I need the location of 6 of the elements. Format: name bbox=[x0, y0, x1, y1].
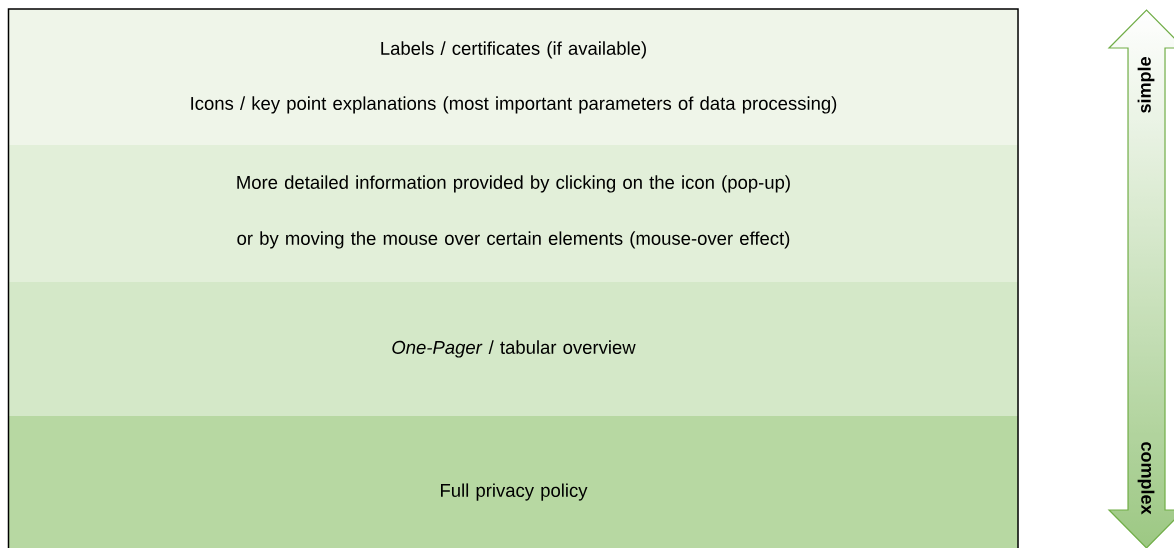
band: Labels / certificates (if available) Icons / key point explanations (most important parameters of data processing) bbox=[9, 9, 1018, 145]
band: Full privacy policy bbox=[9, 416, 1018, 548]
band: One-Pager / tabular overview bbox=[9, 282, 1018, 416]
scale-label: complex bbox=[1137, 442, 1155, 515]
band: More detailed information provided by clicking on the icon (pop-up) or by moving the mouse over certain elements (mouse-over effect) bbox=[9, 145, 1018, 282]
scale-label: simple bbox=[1137, 57, 1155, 113]
